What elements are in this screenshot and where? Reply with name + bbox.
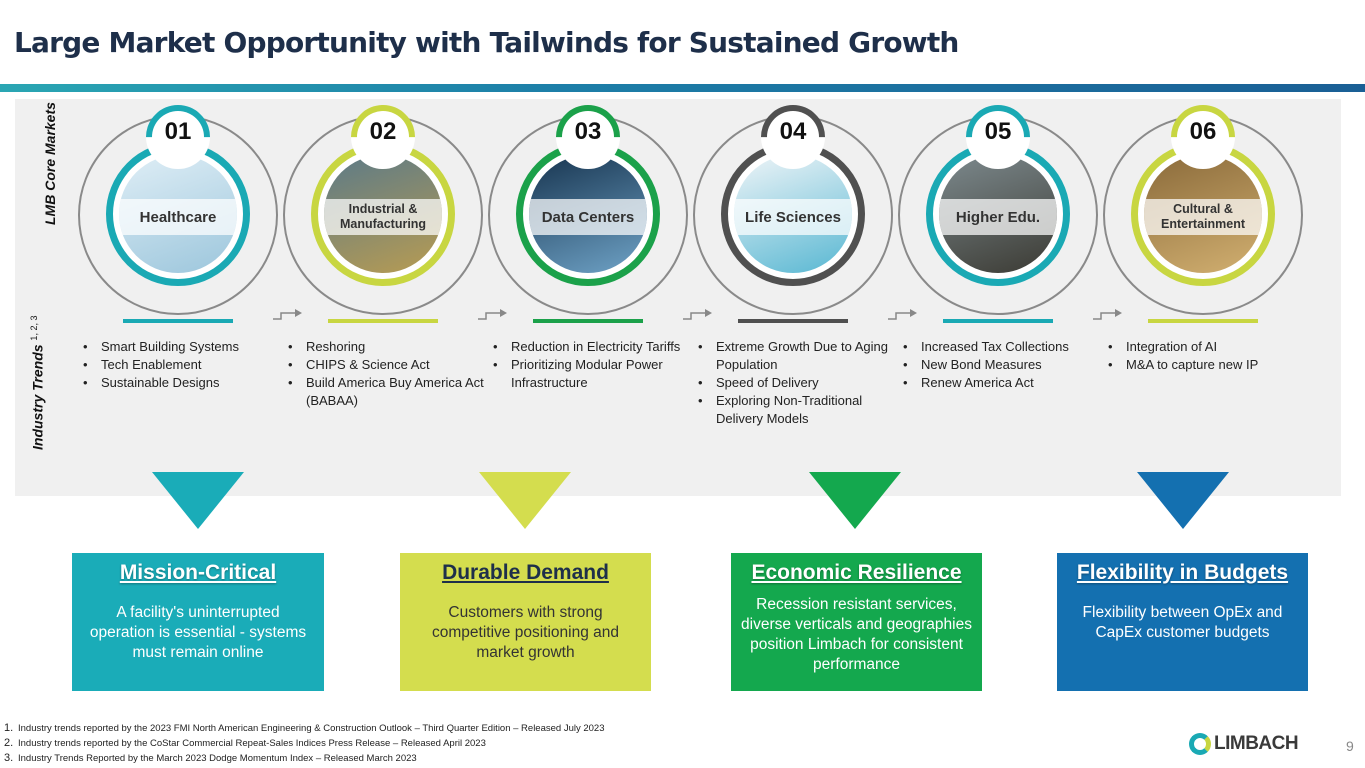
market-2: Industrial & Manufacturing 02ReshoringCHI… xyxy=(278,91,507,480)
pillar-title: Economic Resilience xyxy=(751,561,962,584)
page-number: 9 xyxy=(1346,738,1354,754)
flow-arrow-icon xyxy=(1093,305,1123,321)
market-underline xyxy=(123,319,233,323)
pillar-arrow-icon xyxy=(1137,472,1229,529)
trend-item: Extreme Growth Due to Aging Population xyxy=(698,338,898,374)
market-name: Cultural & Entertainment xyxy=(1144,199,1262,235)
footnotes: 1. Industry trends reported by the 2023 F… xyxy=(4,721,605,766)
flow-arrow-icon xyxy=(273,305,303,321)
footnote-number: 1. xyxy=(4,722,14,734)
logo-mark-icon xyxy=(1189,733,1211,755)
market-name: Data Centers xyxy=(529,199,647,235)
flow-arrow-icon xyxy=(478,305,508,321)
market-photo: Life Sciences xyxy=(734,155,852,273)
footnote-text: Industry Trends Reported by the March 20… xyxy=(18,753,417,764)
market-photo: Industrial & Manufacturing xyxy=(324,155,442,273)
industry-trends-text: Industry Trends xyxy=(29,344,46,450)
market-underline xyxy=(328,319,438,323)
trend-item: Integration of AI xyxy=(1108,338,1308,356)
market-6: Cultural & Entertainment 06Integration of… xyxy=(1098,91,1308,480)
pillar-mission-critical: Mission-Critical A facility's uninterrupt… xyxy=(72,553,324,691)
trends-footnote-ref: 1, 2, 3 xyxy=(29,315,39,341)
market-trends-list: Extreme Growth Due to Aging PopulationSp… xyxy=(698,338,898,428)
flow-arrow-icon xyxy=(683,305,713,321)
trend-item: Increased Tax Collections xyxy=(903,338,1103,356)
market-5: Higher Edu. 05Increased Tax CollectionsNe… xyxy=(893,91,1122,480)
market-photo: Healthcare xyxy=(119,155,237,273)
trend-item: Prioritizing Modular Power Infrastructur… xyxy=(493,356,693,392)
market-name: Industrial & Manufacturing xyxy=(324,199,442,235)
market-number: 01 xyxy=(164,118,192,145)
market-photo: Cultural & Entertainment xyxy=(1144,155,1262,273)
footnote-number: 2. xyxy=(4,737,14,749)
trend-item: Tech Enablement xyxy=(83,356,283,374)
trend-item: Sustainable Designs xyxy=(83,374,283,392)
market-3: Data Centers 03Reduction in Electricity T… xyxy=(483,91,712,480)
trend-item: Build America Buy America Act (BABAA) xyxy=(288,374,488,410)
core-markets-label: LMB Core Markets xyxy=(42,102,58,225)
logo-text: LIMBACH xyxy=(1214,733,1299,754)
pillar-arrow-icon xyxy=(479,472,571,529)
market-ring: Life Sciences xyxy=(721,142,865,286)
trend-item: Speed of Delivery xyxy=(698,374,898,392)
pillar-title: Flexibility in Budgets xyxy=(1076,561,1289,584)
pillar-description: Customers with strong competitive positi… xyxy=(432,604,619,661)
slide-title: Large Market Opportunity with Tailwinds … xyxy=(14,26,959,59)
pillar-arrow-icon xyxy=(152,472,244,529)
market-trends-list: Integration of AIM&A to capture new IP xyxy=(1108,338,1308,374)
market-4: Life Sciences 04Extreme Growth Due to Agi… xyxy=(688,91,917,480)
trend-item: Renew America Act xyxy=(903,374,1103,392)
market-name: Life Sciences xyxy=(734,199,852,235)
pillar-title: Mission-Critical xyxy=(119,561,277,584)
market-number: 03 xyxy=(574,118,602,145)
market-trends-list: Reduction in Electricity TariffsPrioriti… xyxy=(493,338,693,392)
footnote-text: Industry trends reported by the CoStar C… xyxy=(18,738,486,749)
market-ring: Cultural & Entertainment xyxy=(1131,142,1275,286)
industry-trends-label: Industry Trends 1, 2, 3 xyxy=(26,316,46,450)
market-number: 06 xyxy=(1189,118,1217,145)
market-name: Healthcare xyxy=(119,199,237,235)
trend-item: CHIPS & Science Act xyxy=(288,356,488,374)
market-trends-list: ReshoringCHIPS & Science ActBuild Americ… xyxy=(288,338,488,410)
trend-item: M&A to capture new IP xyxy=(1108,356,1308,374)
market-photo: Data Centers xyxy=(529,155,647,273)
trend-item: Reshoring xyxy=(288,338,488,356)
market-trends-list: Increased Tax CollectionsNew Bond Measur… xyxy=(903,338,1103,392)
pillar-title: Durable Demand xyxy=(442,561,609,584)
footnote-text: Industry trends reported by the 2023 FMI… xyxy=(18,723,605,734)
market-1: Healthcare 01Smart Building SystemsTech E… xyxy=(73,91,302,480)
footnote: 1. Industry trends reported by the 2023 F… xyxy=(4,721,605,736)
footnote: 2. Industry trends reported by the CoStar… xyxy=(4,736,605,751)
market-underline xyxy=(943,319,1053,323)
trend-item: Reduction in Electricity Tariffs xyxy=(493,338,693,356)
market-underline xyxy=(738,319,848,323)
pillar-description: A facility's uninterrupted operation is … xyxy=(89,604,307,661)
footnote: 3. Industry Trends Reported by the March … xyxy=(4,751,605,766)
market-underline xyxy=(533,319,643,323)
market-underline xyxy=(1148,319,1258,323)
pillar-arrow-icon xyxy=(809,472,901,529)
market-photo: Higher Edu. xyxy=(939,155,1057,273)
footnote-number: 3. xyxy=(4,752,14,764)
trend-item: New Bond Measures xyxy=(903,356,1103,374)
market-number: 05 xyxy=(984,118,1012,145)
pillar-description: Recession resistant services, diverse ve… xyxy=(741,596,972,673)
flow-arrow-icon xyxy=(888,305,918,321)
limbach-logo: LIMBACH xyxy=(1189,733,1299,755)
market-number: 02 xyxy=(369,118,397,145)
market-trends-list: Smart Building SystemsTech EnablementSus… xyxy=(83,338,283,392)
market-name: Higher Edu. xyxy=(939,199,1057,235)
trend-item: Smart Building Systems xyxy=(83,338,283,356)
header-gradient-bar xyxy=(0,84,1365,92)
market-number: 04 xyxy=(779,118,807,145)
trend-item: Exploring Non-Traditional Delivery Model… xyxy=(698,392,898,428)
pillar-description: Flexibility between OpEx and CapEx custo… xyxy=(1082,604,1283,641)
